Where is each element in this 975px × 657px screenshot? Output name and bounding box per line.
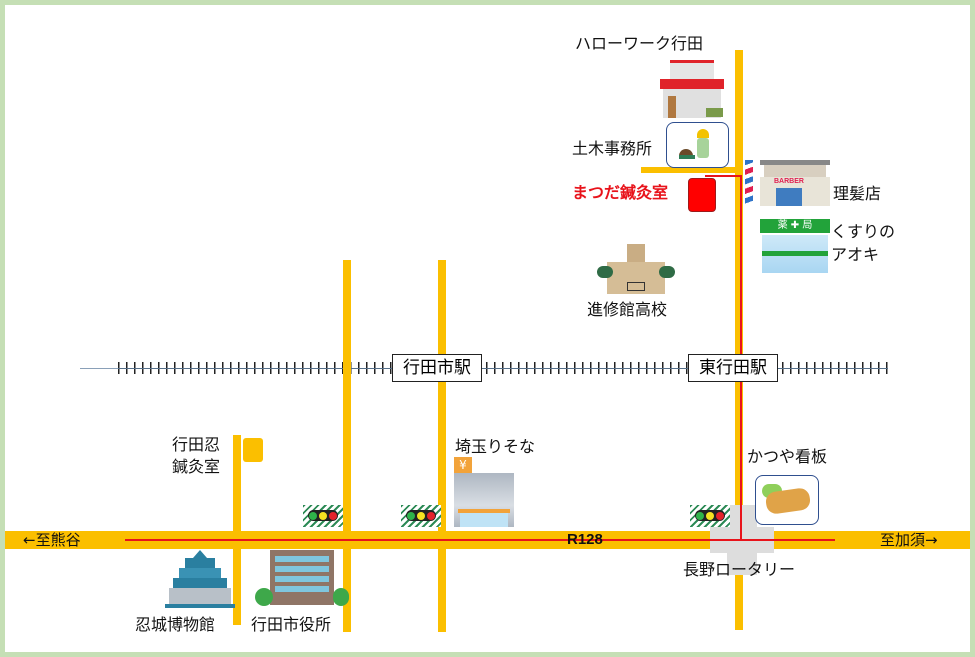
label-city-hall: 行田市役所: [251, 615, 332, 634]
road-cityhall: [343, 260, 351, 632]
hello-work-building-icon[interactable]: [658, 60, 726, 118]
highway-label: R128: [567, 531, 603, 548]
oshi-clinic-marker[interactable]: [243, 438, 263, 462]
station-gyoda-city[interactable]: 行田市駅: [392, 354, 482, 382]
barber-pole-icon: [745, 160, 753, 204]
road-east: [735, 50, 743, 630]
label-katsuya: かつや看板: [747, 447, 828, 466]
label-oshi-clinic-line2: 鍼灸室: [172, 457, 221, 476]
label-pharmacy-line1: くすりの: [831, 222, 896, 241]
civil-office-worker-icon[interactable]: [666, 122, 729, 168]
clinic-marker[interactable]: [688, 178, 716, 212]
label-rotary: 長野ロータリー: [683, 560, 796, 579]
city-hall-building-icon[interactable]: [255, 550, 350, 610]
label-oshi-clinic-line1: 行田忍: [172, 435, 221, 454]
label-bank: 埼玉りそな: [455, 437, 536, 456]
pharmacy-icon[interactable]: 薬 ✚ 局: [760, 219, 830, 273]
direction-kazo: 至加須→: [880, 531, 938, 549]
barber-sign: BARBER: [774, 178, 804, 185]
label-civil-office: 土木事務所: [572, 139, 653, 158]
road-bank: [438, 260, 446, 632]
label-barber: 理髪店: [833, 184, 882, 203]
road-oshi: [233, 435, 241, 625]
direction-kumagaya: ←至熊谷: [23, 531, 81, 549]
station-higashi-gyoda[interactable]: 東行田駅: [688, 354, 778, 382]
traffic-signal-3: [690, 505, 730, 527]
label-pharmacy-line2: アオキ: [831, 245, 880, 264]
museum-castle-icon[interactable]: [165, 550, 235, 608]
high-school-building-icon[interactable]: [597, 244, 675, 294]
label-matsuda-clinic: まつだ鍼灸室: [572, 183, 669, 202]
road-side-branch: [641, 167, 741, 173]
railway-line-west-end: [80, 362, 120, 374]
traffic-signal-2: [401, 505, 441, 527]
traffic-signal-1: [303, 505, 343, 527]
yen-icon: ¥: [454, 457, 472, 473]
label-hello-work: ハローワーク行田: [575, 34, 704, 53]
bank-building-icon[interactable]: ¥: [454, 457, 514, 527]
route-to-clinic: [705, 175, 742, 177]
barber-shop-icon[interactable]: BARBER: [760, 160, 830, 206]
label-museum: 忍城博物館: [135, 615, 216, 634]
label-high-school: 進修館高校: [587, 300, 668, 319]
route-highway: [125, 539, 835, 541]
pharmacy-sign: 薬 ✚ 局: [760, 219, 830, 233]
katsuya-sign-icon[interactable]: [755, 475, 819, 525]
